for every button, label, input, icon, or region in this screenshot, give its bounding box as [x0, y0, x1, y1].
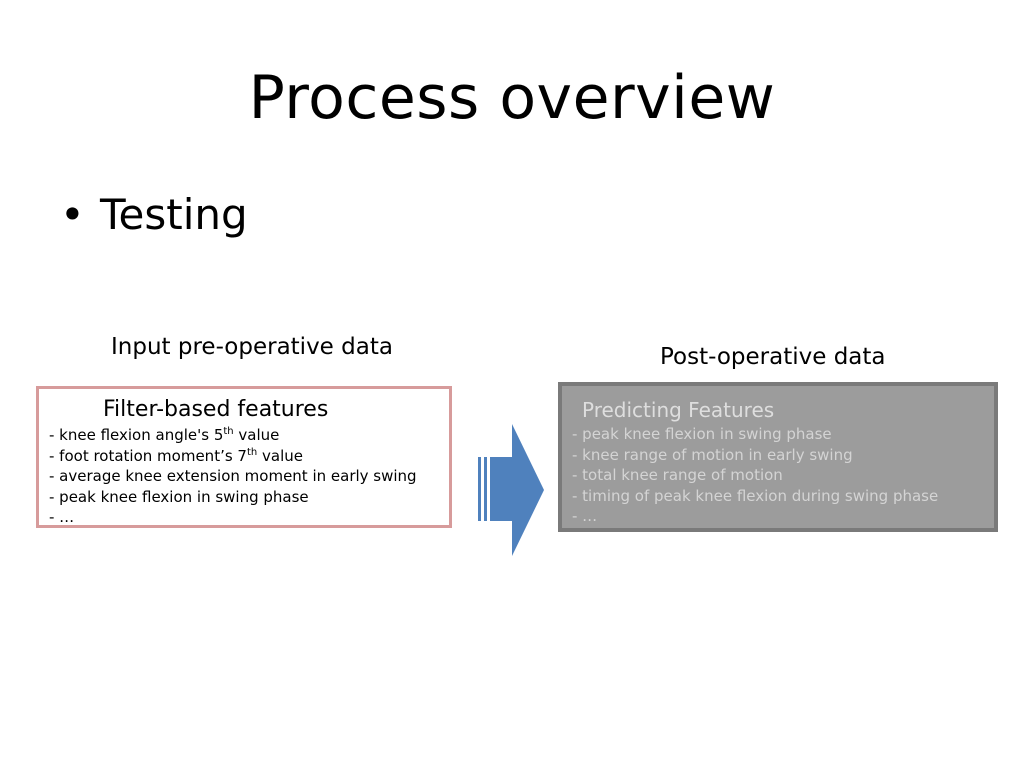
input-features-box: Filter-based features - knee flexion ang… — [36, 386, 452, 528]
input-caption: Input pre-operative data — [111, 334, 393, 360]
output-feature-item: - peak knee flexion in swing phase — [572, 425, 832, 443]
input-box-title: Filter-based features — [103, 397, 329, 422]
input-feature-item: - peak knee flexion in swing phase — [49, 487, 309, 506]
bullet-dot: • — [60, 190, 85, 239]
output-box-title: Predicting Features — [582, 398, 775, 422]
output-features-box: Predicting Features - peak knee flexion … — [558, 382, 998, 532]
output-feature-item: - total knee range of motion — [572, 466, 783, 484]
bullet-item: • Testing — [60, 188, 248, 242]
input-feature-item: - knee flexion angle's 5th value — [49, 426, 280, 444]
bullet-text: Testing — [100, 190, 248, 239]
input-feature-item: - average knee extension moment in early… — [49, 467, 417, 485]
output-caption: Post-operative data — [660, 344, 886, 370]
output-feature-item: - timing of peak knee flexion during swi… — [572, 486, 939, 505]
output-feature-item: - … — [572, 507, 598, 525]
input-feature-item: - … — [49, 508, 75, 526]
striped-right-arrow-icon — [478, 424, 544, 556]
output-feature-item: - knee range of motion in early swing — [572, 445, 853, 464]
slide-title: Process overview — [248, 63, 776, 133]
input-feature-item: - foot rotation moment’s 7th value — [49, 446, 303, 465]
